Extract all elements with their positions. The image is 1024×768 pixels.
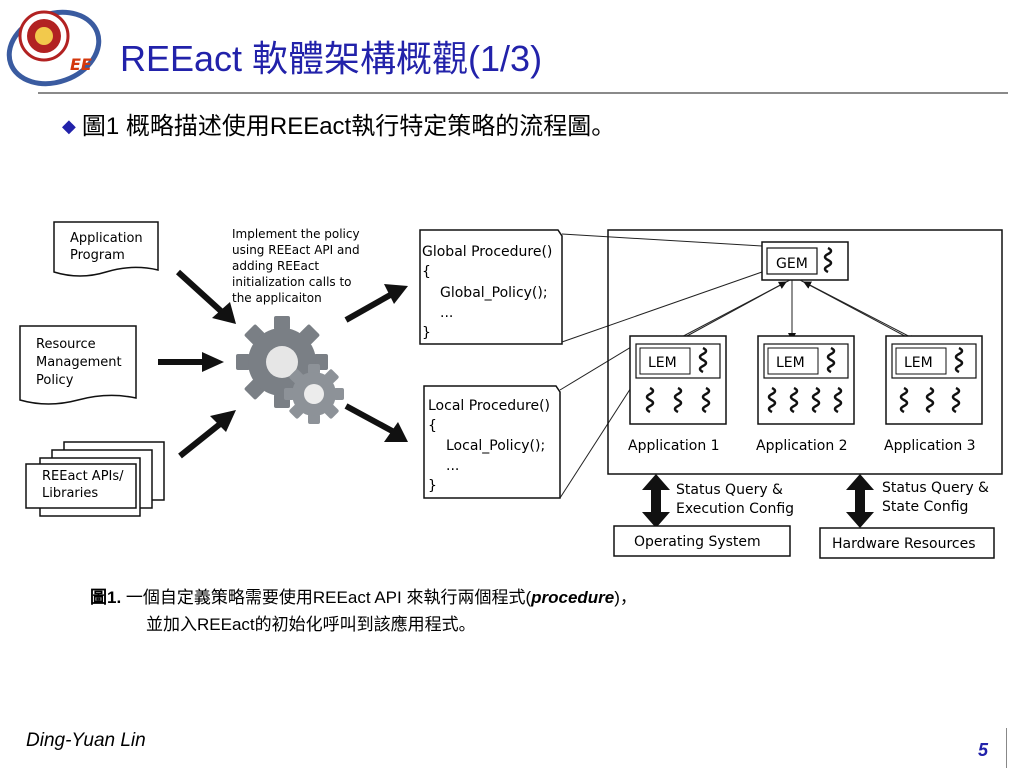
gem-thread-icon — [823, 246, 833, 274]
thread-icons — [767, 346, 843, 414]
implement-note: Implement the policy using REEact API an… — [232, 227, 360, 305]
app-program-line-2: Program — [70, 248, 125, 263]
gears-icon — [236, 316, 344, 424]
os-double-arrow — [642, 474, 670, 528]
local-procedure-box: Local Procedure() { Local_Policy(); ... … — [423, 385, 561, 499]
lem-gem-arrows — [675, 281, 921, 343]
status-os-line-1: Status Query & — [676, 482, 783, 498]
svg-text:EE: EE — [70, 55, 92, 74]
global-procedure-box: Global Procedure() { Global_Policy(); ..… — [419, 229, 563, 345]
operating-system-box: Operating System — [613, 525, 791, 557]
caption-line-2: 並加入REEact的初始化呼叫到該應用程式。 — [146, 615, 476, 634]
caption-fig-label: 圖1. — [90, 588, 122, 607]
local-proc-line-3: Local_Policy(); — [446, 438, 545, 454]
status-os-line-2: Execution Config — [676, 501, 794, 517]
reeact-architecture-diagram: Application Program Resource Management … — [19, 221, 1003, 559]
caption-part-1: 一個自定義策略需要使用REEact API 來執行兩個程式( — [121, 588, 532, 607]
resource-policy-line-3: Policy — [36, 373, 74, 388]
application-1: LEM Application 1 — [628, 335, 727, 454]
app-3-label: Application 3 — [884, 438, 976, 454]
local-proc-line-1: Local Procedure() — [428, 398, 550, 414]
global-proc-line-5: } — [422, 325, 431, 341]
application-program-doc: Application Program — [53, 221, 159, 277]
implement-line-1: Implement the policy — [232, 227, 360, 241]
app-program-line-1: Application — [70, 231, 143, 246]
application-3: LEM Application 3 — [884, 335, 983, 454]
hw-double-arrow — [846, 474, 874, 528]
global-proc-line-4: ... — [440, 305, 453, 321]
apis-line-1: REEact APIs/ — [42, 469, 124, 484]
lem-label: LEM — [904, 355, 933, 371]
thread-icons — [899, 346, 964, 414]
status-hw-line-2: State Config — [882, 499, 968, 515]
lem-label: LEM — [776, 355, 805, 371]
caption-line-1: 圖1. 一個自定義策略需要使用REEact API 來執行兩個程式(proced… — [90, 584, 637, 611]
app-2-label: Application 2 — [756, 438, 848, 454]
os-label: Operating System — [634, 534, 761, 550]
local-proc-line-4: ... — [446, 458, 459, 474]
resource-policy-line-2: Management — [36, 355, 122, 370]
page-title: REEact 軟體架構概觀(1/3) — [120, 38, 543, 79]
resource-policy-line-1: Resource — [36, 337, 96, 352]
thread-icons — [645, 346, 711, 414]
gem-label: GEM — [776, 256, 808, 272]
bullet-text: 圖1 概略描述使用REEact執行特定策略的流程圖。 — [81, 113, 616, 140]
app-1-label: Application 1 — [628, 438, 720, 454]
application-2: LEM Application 2 — [756, 335, 855, 454]
footer-author: Ding-Yuan Lin — [26, 730, 146, 751]
title-divider — [38, 92, 1008, 94]
reeact-apis-doc-stack: REEact APIs/ Libraries — [25, 441, 165, 517]
page-number: 5 — [978, 740, 989, 760]
status-hw-line-1: Status Query & — [882, 480, 989, 496]
caption-procedure: procedure — [531, 588, 615, 607]
hardware-resources-box: Hardware Resources — [819, 527, 995, 559]
hw-label: Hardware Resources — [832, 536, 976, 552]
resource-policy-doc: Resource Management Policy — [19, 325, 137, 405]
logo-emblem: EE — [6, 9, 102, 87]
lem-label: LEM — [648, 355, 677, 371]
gem-lem-arrows — [671, 279, 917, 343]
apis-line-2: Libraries — [42, 486, 98, 501]
global-proc-line-2: { — [422, 264, 431, 280]
system-box — [607, 229, 1003, 475]
implement-line-2: using REEact API and — [232, 243, 360, 257]
connection-lines — [559, 233, 763, 499]
figure-caption: 圖1. 一個自定義策略需要使用REEact API 來執行兩個程式(proced… — [90, 584, 637, 638]
implement-line-4: initialization calls to — [232, 275, 352, 289]
footer-divider — [1006, 728, 1007, 768]
implement-line-3: adding REEact — [232, 259, 319, 273]
caption-part-2: )， — [614, 588, 637, 607]
local-proc-line-2: { — [428, 418, 437, 434]
local-proc-line-5: } — [428, 478, 437, 494]
global-proc-line-3: Global_Policy(); — [440, 285, 548, 301]
output-arrows — [344, 284, 408, 442]
diamond-bullet-icon: ◆ — [62, 116, 76, 136]
input-arrows — [158, 269, 236, 459]
gem-box: GEM — [761, 241, 849, 281]
bullet-point: ◆圖1 概略描述使用REEact執行特定策略的流程圖。 — [62, 106, 615, 141]
global-proc-line-1: Global Procedure() — [422, 244, 552, 260]
implement-line-5: the applicaiton — [232, 291, 322, 305]
